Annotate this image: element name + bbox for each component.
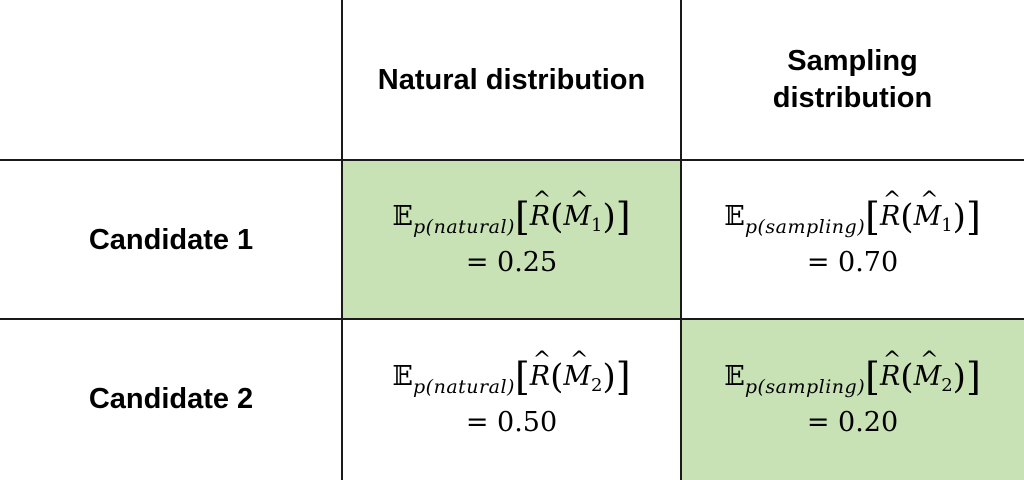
column-header-natural: Natural distribution bbox=[342, 0, 681, 160]
model-index: 1 bbox=[941, 214, 953, 236]
value-candidate-1-natural: = 0.25 bbox=[465, 246, 558, 278]
row-header-candidate-1-label: Candidate 1 bbox=[88, 223, 254, 256]
cell-candidate-1-sampling: 𝔼p(sampling)[^R(^M1)] = 0.70 bbox=[681, 160, 1024, 319]
formula-candidate-2-natural: 𝔼p(natural)[^R(^M2)] = 0.50 bbox=[392, 349, 630, 441]
column-header-sampling-label: Sampling distribution bbox=[772, 45, 933, 114]
expectation-subscript: p(sampling) bbox=[744, 375, 866, 398]
cell-candidate-1-natural: 𝔼p(natural)[^R(^M1)] = 0.25 bbox=[342, 160, 681, 319]
column-header-sampling: Sampling distribution bbox=[681, 0, 1024, 160]
divider-vertical-2 bbox=[680, 0, 682, 480]
expectation-subscript: p(natural) bbox=[413, 375, 515, 398]
divider-horizontal-2 bbox=[0, 318, 1024, 320]
row-header-candidate-1: Candidate 1 bbox=[0, 160, 342, 320]
value-candidate-1-sampling: = 0.70 bbox=[806, 246, 899, 278]
value-candidate-2-sampling: = 0.20 bbox=[806, 406, 899, 438]
expectation-symbol: 𝔼 bbox=[724, 360, 745, 392]
model-index: 1 bbox=[591, 214, 603, 236]
cell-candidate-2-sampling: 𝔼p(sampling)[^R(^M2)] = 0.20 bbox=[681, 319, 1024, 480]
row-header-candidate-2: Candidate 2 bbox=[0, 319, 342, 480]
row-header-candidate-2-label: Candidate 2 bbox=[88, 383, 254, 415]
formula-candidate-1-natural: 𝔼p(natural)[^R(^M1)] = 0.25 bbox=[392, 189, 630, 281]
divider-vertical-1 bbox=[341, 0, 343, 480]
cell-candidate-2-natural: 𝔼p(natural)[^R(^M2)] = 0.50 bbox=[342, 319, 681, 480]
model-index: 2 bbox=[941, 374, 953, 396]
expectation-symbol: 𝔼 bbox=[392, 200, 414, 232]
expectation-subscript: p(natural) bbox=[413, 215, 515, 238]
expectation-symbol: 𝔼 bbox=[392, 360, 414, 392]
value-candidate-2-natural: = 0.50 bbox=[465, 406, 558, 438]
expectation-subscript: p(sampling) bbox=[744, 215, 866, 238]
column-header-natural-label: Natural distribution bbox=[377, 63, 646, 96]
formula-candidate-2-sampling: 𝔼p(sampling)[^R(^M2)] = 0.20 bbox=[724, 349, 981, 441]
divider-horizontal-1 bbox=[0, 159, 1024, 161]
expectation-symbol: 𝔼 bbox=[724, 200, 745, 232]
model-index: 2 bbox=[591, 374, 603, 396]
formula-candidate-1-sampling: 𝔼p(sampling)[^R(^M1)] = 0.70 bbox=[724, 189, 981, 281]
